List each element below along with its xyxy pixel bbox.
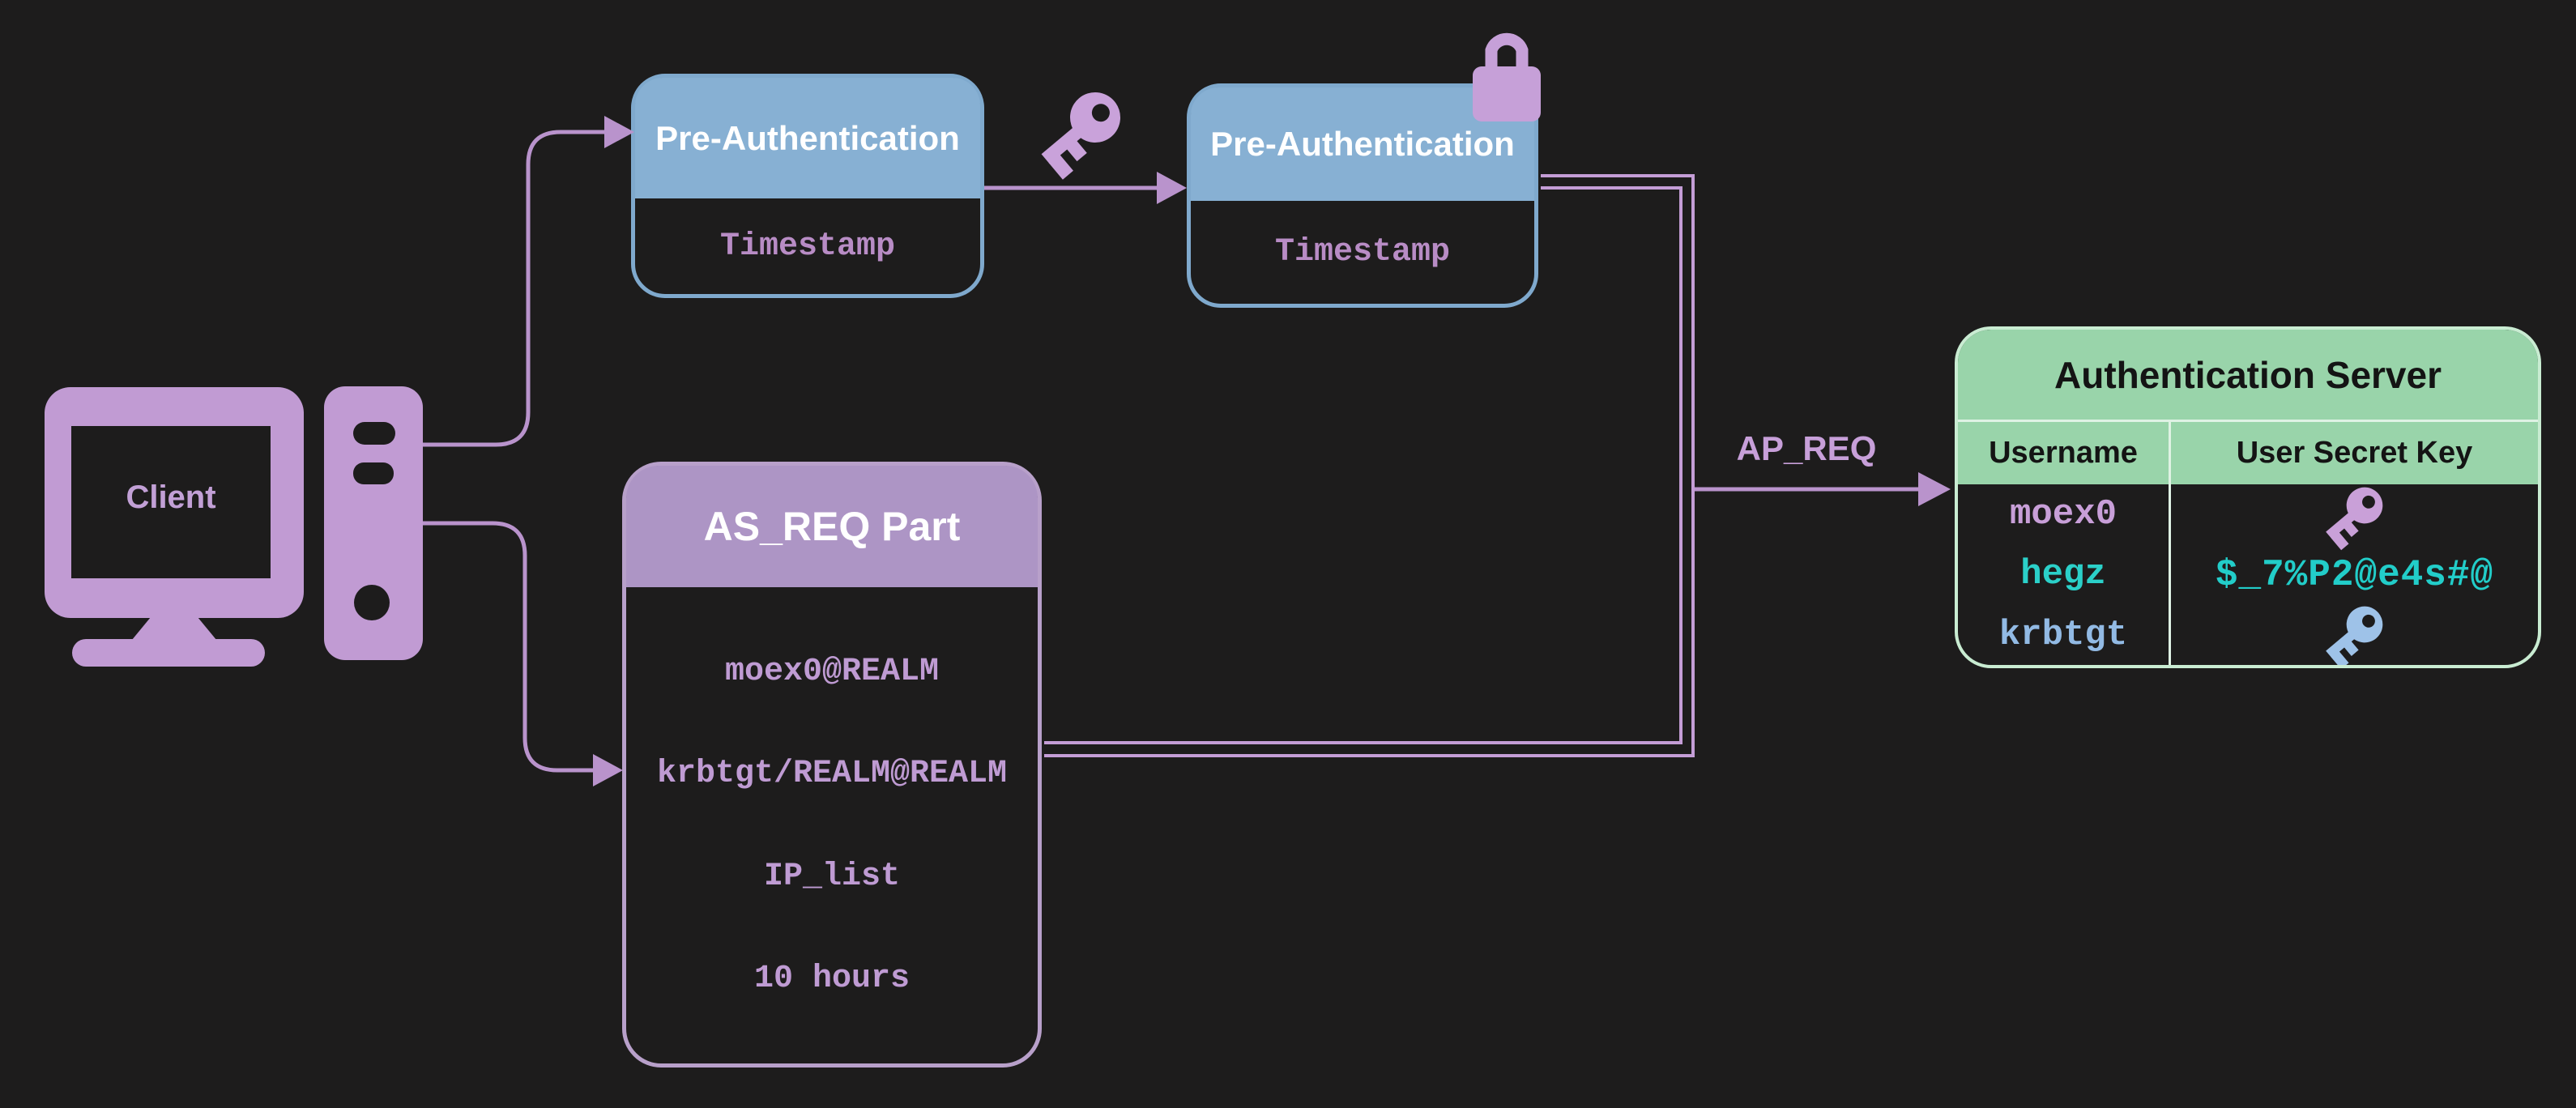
as-req-item-principal: moex0@REALM	[724, 653, 940, 690]
as-req-item-service: krbtgt/REALM@REALM	[656, 756, 1008, 793]
as-req-box: AS_REQ Part moex0@REALM krbtgt/REALM@REA…	[622, 462, 1042, 1068]
client-label: Client	[126, 479, 216, 515]
username-cell-hegz: hegz	[2020, 554, 2106, 595]
secret-key-cell-krbtgt	[2171, 603, 2538, 665]
preauth-to-preauth-arrow	[984, 172, 1187, 204]
arrowhead-icon	[593, 754, 623, 786]
ap-req-label: AP_REQ	[1736, 429, 1877, 467]
user-key-icon-purple	[2325, 487, 2382, 551]
username-cell-moex0: moex0	[2009, 494, 2118, 535]
pre-auth-2-timestamp: Timestamp	[1274, 234, 1451, 271]
auth-server-title: Authentication Server	[1958, 330, 2538, 420]
auth-server-rows: moex0 hegz krbtgt $_7	[1958, 484, 2538, 665]
client-to-asreq-arrow	[423, 521, 623, 786]
arrowhead-icon	[1157, 172, 1187, 204]
pre-auth-box-1: Pre-Authentication Timestamp	[631, 74, 984, 298]
as-req-body: moex0@REALM krbtgt/REALM@REALM IP_list 1…	[626, 587, 1038, 1063]
secret-key-cell-hegz: $_7%P2@e4s#@	[2215, 553, 2494, 596]
secret-key-cell-moex0	[2171, 484, 2538, 551]
arrowhead-icon	[1918, 472, 1951, 506]
as-req-title: AS_REQ Part	[626, 466, 1038, 587]
arrowhead-icon	[604, 116, 634, 148]
pre-auth-2-title: Pre-Authentication	[1191, 87, 1534, 201]
auth-server-column-headers: Username User Secret Key	[1958, 420, 2538, 484]
column-header-username: Username	[1989, 436, 2138, 470]
username-cell-krbtgt: krbtgt	[1998, 614, 2128, 655]
as-req-item-iplist: IP_list	[763, 858, 901, 895]
as-req-item-lifetime: 10 hours	[753, 961, 911, 998]
auth-server-table: Authentication Server Username User Secr…	[1955, 326, 2541, 668]
ap-req-arrow	[1695, 472, 1951, 506]
pre-auth-1-title: Pre-Authentication	[635, 78, 980, 198]
column-header-secret-key: User Secret Key	[2169, 422, 2538, 484]
client-to-preauth-arrow	[423, 116, 634, 447]
key-icon	[1041, 92, 1120, 180]
pre-auth-box-2: Pre-Authentication Timestamp	[1187, 83, 1538, 308]
user-key-icon-blue	[2325, 606, 2382, 665]
client-computer-icon	[45, 386, 423, 667]
pre-auth-1-timestamp: Timestamp	[719, 228, 896, 265]
